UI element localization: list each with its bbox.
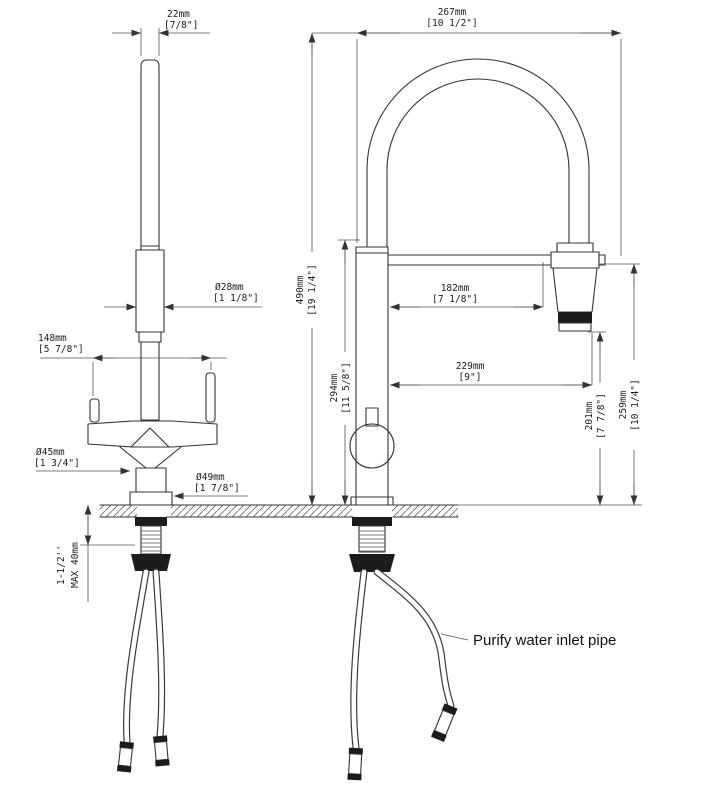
left-hose-fitting-1 [116, 741, 134, 773]
spray-head-adapter [556, 242, 594, 253]
dim-294mm-imperial: [11 5/8"] [341, 362, 352, 413]
right-handle-knob [349, 423, 395, 469]
purify-water-inlet-pipe-label: Purify water inlet pipe [473, 632, 616, 649]
dim-40mm-metric: MAX 40mm [70, 542, 81, 588]
dim-40mm-imperial: 1-1/2'' [56, 545, 67, 585]
dim-148mm-imperial: [5 7/8"] [38, 344, 84, 355]
right-handle-stem [365, 407, 379, 427]
dim-259mm-metric: 259mm [618, 390, 629, 419]
purify-water-inlet-pipe [373, 568, 455, 710]
dim-267mm-imperial: [10 1/2"] [426, 18, 477, 29]
purify-annotation: Purify water inlet pipe [440, 632, 616, 649]
dim-259mm-imperial: [10 1/4"] [630, 379, 641, 430]
left-seal [135, 517, 167, 526]
dim-490mm: 490mm [19 1/4"] [295, 32, 357, 505]
dim-182mm: 182mm [7 1/8"] [390, 262, 544, 311]
dim-182mm-metric: 182mm [441, 283, 470, 294]
dim-22mm: 22mm [7/8"] [112, 9, 210, 56]
dim-22mm-imperial: [7/8"] [164, 20, 198, 31]
dim-229mm-imperial: [9"] [459, 372, 482, 383]
left-spout-base-cylinder [135, 249, 165, 333]
dim-229mm: 229mm [9"] [390, 333, 593, 389]
dim-201mm-imperial: [7 7/8"] [596, 393, 607, 439]
left-body-column [140, 341, 160, 421]
dim-201mm: 201mm [7 7/8"] [584, 331, 607, 505]
dim-22mm-metric: 22mm [167, 9, 190, 20]
dim-45mm: Ø45mm [1 3/4"] [34, 447, 130, 475]
dim-229mm-metric: 229mm [456, 361, 485, 372]
gooseneck-spout [366, 58, 590, 248]
dim-148mm: 148mm [5 7/8"] [38, 333, 227, 396]
spray-nozzle-tip [558, 322, 592, 332]
right-mounting-nut [349, 554, 395, 572]
spray-head-collar [550, 251, 600, 269]
dim-28mm-metric: Ø28mm [215, 282, 244, 293]
dim-49mm-imperial: [1 7/8"] [194, 483, 240, 494]
dim-49mm: Ø49mm [1 7/8"] [174, 472, 248, 500]
left-mounting-nut [131, 554, 171, 571]
dim-28mm-imperial: [1 1/8"] [213, 293, 259, 304]
dim-28mm: Ø28mm [1 1/8"] [104, 282, 262, 311]
left-view-faucet [87, 59, 218, 773]
left-lever-hot [205, 372, 216, 423]
dim-45mm-imperial: [1 3/4"] [34, 458, 80, 469]
dim-294mm-metric: 294mm [329, 373, 340, 402]
right-base-flange [350, 496, 394, 506]
right-hose-fitting-2 [431, 703, 458, 743]
spray-support-bar [387, 254, 552, 266]
left-spout-pipe [140, 59, 160, 251]
spray-head-body [552, 267, 598, 313]
dim-267mm-metric: 267mm [438, 7, 467, 18]
dim-max-40mm: 1-1/2'' MAX 40mm [56, 505, 135, 602]
spray-nozzle-band [558, 312, 592, 323]
left-hose-fitting-2 [153, 735, 170, 767]
dim-45mm-metric: Ø45mm [36, 447, 65, 458]
left-base-flange [129, 491, 173, 506]
dim-490mm-imperial: [19 1/4"] [307, 264, 318, 315]
dim-182mm-imperial: [7 1/8"] [432, 294, 478, 305]
left-lever-cold [89, 398, 100, 423]
dim-148mm-metric: 148mm [38, 333, 67, 344]
left-threaded-shank [140, 525, 162, 555]
spray-head-button [598, 254, 606, 266]
left-handle-body [87, 420, 218, 448]
dim-490mm-metric: 490mm [295, 275, 306, 304]
dim-201mm-metric: 201mm [584, 401, 595, 430]
dim-267mm: 267mm [10 1/2"] [356, 7, 622, 256]
counter-deck [99, 504, 642, 518]
right-hose-fitting-1 [347, 747, 363, 781]
dim-49mm-metric: Ø49mm [196, 472, 225, 483]
dim-294mm: 294mm [11 5/8"] [329, 239, 360, 505]
dim-259mm: 259mm [10 1/4"] [599, 263, 641, 505]
right-seal [352, 517, 392, 526]
right-faucet-body [355, 246, 389, 506]
left-base-neck [135, 467, 167, 493]
right-view-faucet [347, 58, 606, 781]
